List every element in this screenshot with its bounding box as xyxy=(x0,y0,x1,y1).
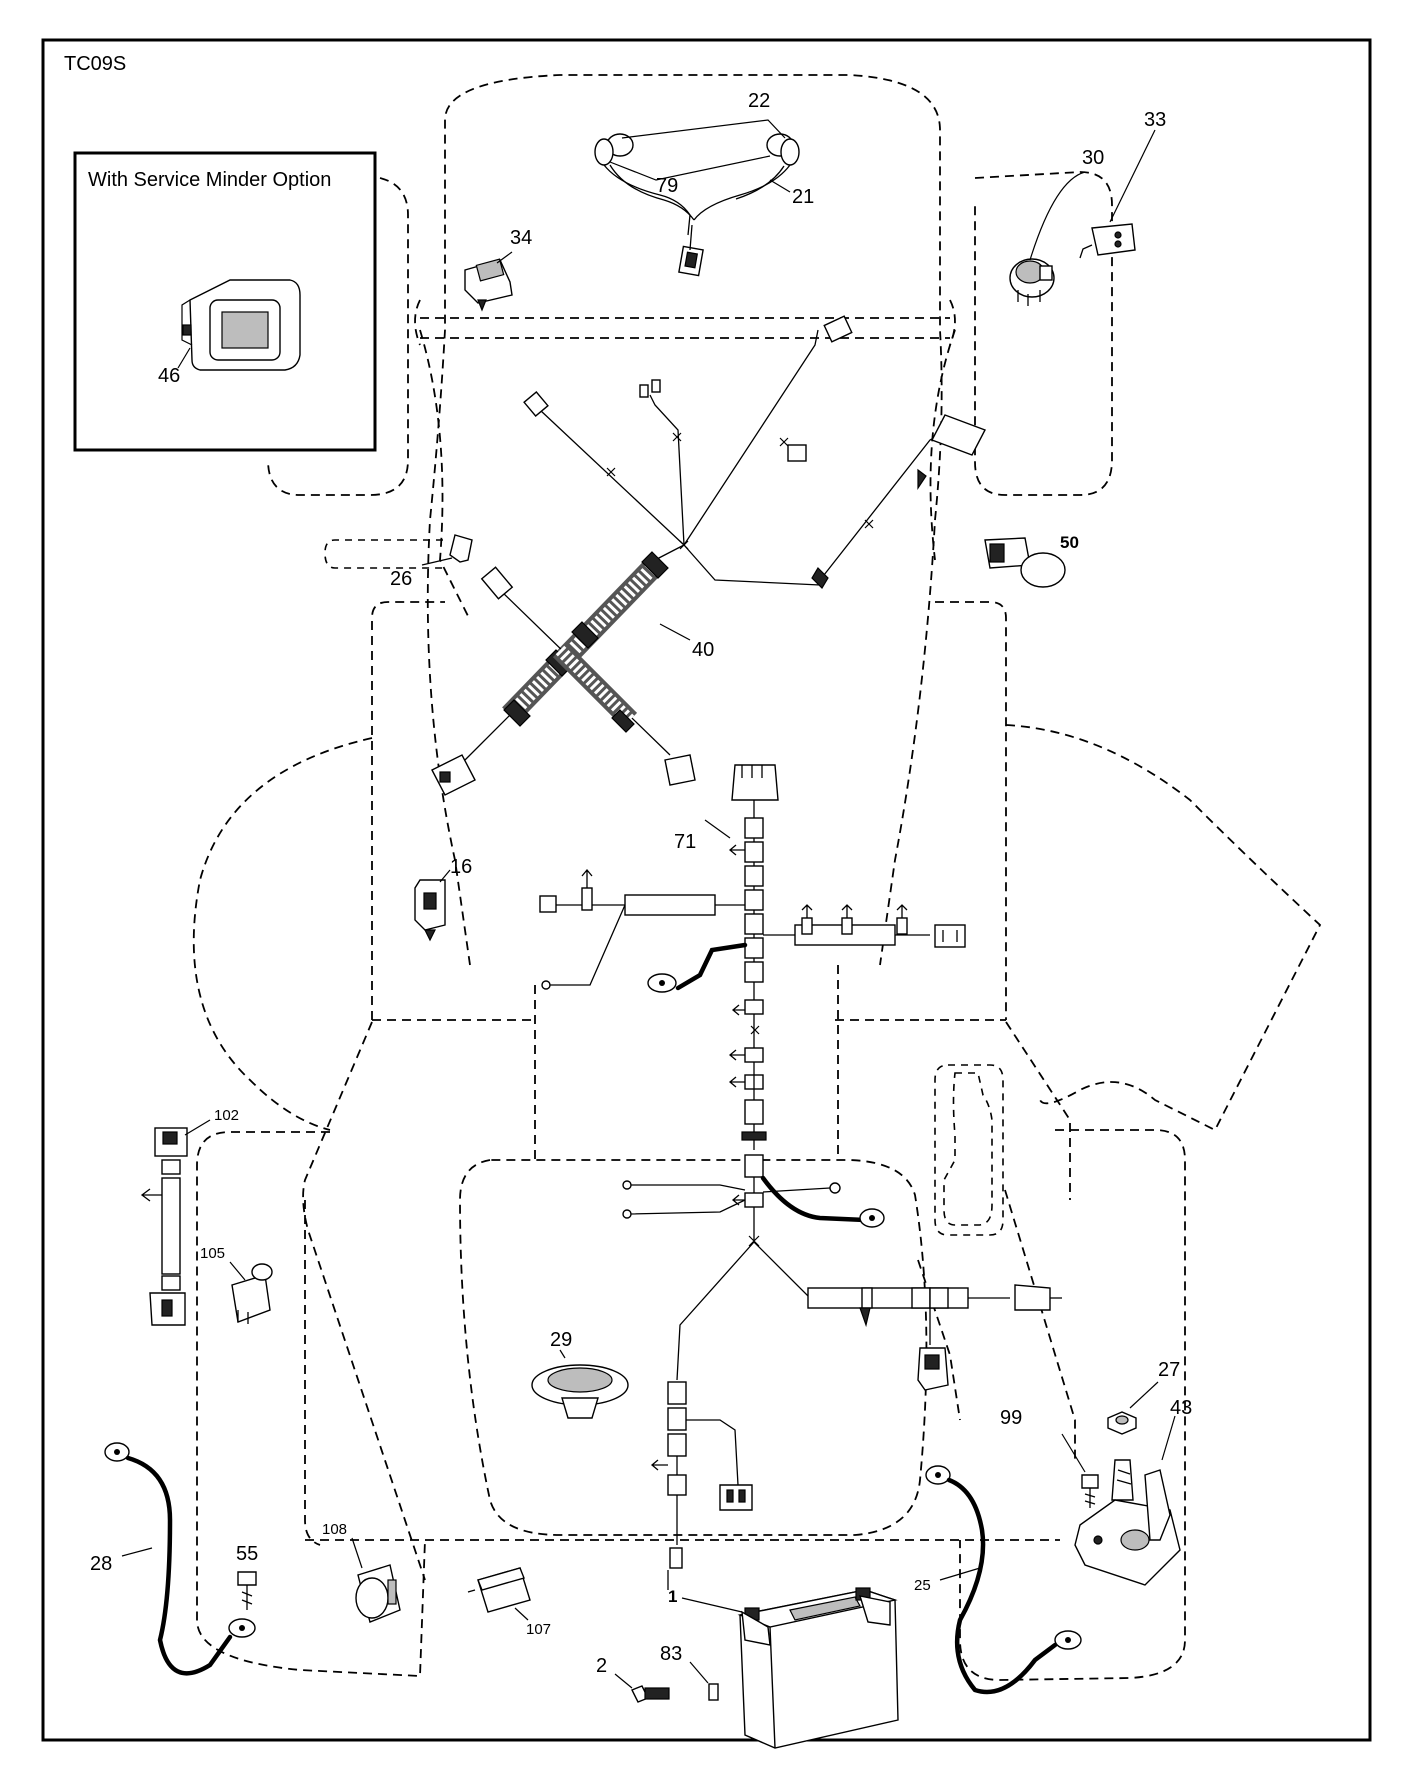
switch-108 xyxy=(355,1564,401,1623)
callout-27: 27 xyxy=(1158,1359,1180,1381)
callout-33: 33 xyxy=(1144,109,1166,131)
callout-30: 30 xyxy=(1082,147,1104,169)
diagram-code: TC09S xyxy=(64,53,126,75)
rear-harness-71 xyxy=(539,764,966,1178)
callout-105: 105 xyxy=(200,1245,225,1262)
diagram-frame xyxy=(41,38,1372,1742)
callout-50: 50 xyxy=(1060,533,1079,552)
callout-79: 79 xyxy=(656,175,678,197)
callout-43: 43 xyxy=(1170,1397,1192,1419)
bolt-2 xyxy=(631,1685,670,1703)
cap-29 xyxy=(531,1364,629,1419)
callout-25: 25 xyxy=(914,1577,931,1594)
callout-99: 99 xyxy=(1000,1407,1022,1429)
callout-2: 2 xyxy=(596,1655,607,1677)
relay-50 xyxy=(984,537,1066,588)
battery-cable-28 xyxy=(104,1442,256,1676)
callout-108: 108 xyxy=(322,1521,347,1538)
callout-46: 46 xyxy=(158,365,180,387)
bolt-99 xyxy=(1081,1474,1099,1508)
callout-102: 102 xyxy=(214,1107,239,1124)
tractor-outline xyxy=(192,74,1322,1681)
hour-meter xyxy=(181,279,301,371)
callout-21: 21 xyxy=(792,186,814,208)
callout-34: 34 xyxy=(510,227,532,249)
starter-solenoid xyxy=(1074,1411,1181,1586)
ignition-key xyxy=(1079,223,1136,259)
lower-harness xyxy=(622,1175,1062,1590)
battery xyxy=(737,1587,899,1749)
lead-102 xyxy=(140,1127,188,1326)
callout-55: 55 xyxy=(236,1543,258,1565)
plug-16 xyxy=(414,879,446,942)
callout-71: 71 xyxy=(674,831,696,853)
fuse xyxy=(421,534,473,566)
callout-83: 83 xyxy=(660,1643,682,1665)
solenoid-105 xyxy=(231,1263,273,1324)
callout-28: 28 xyxy=(90,1553,112,1575)
callout-29: 29 xyxy=(550,1329,572,1351)
callout-107: 107 xyxy=(526,1621,551,1638)
callout-1: 1 xyxy=(668,1587,677,1606)
callout-26: 26 xyxy=(390,568,412,590)
bolt-55 xyxy=(237,1571,257,1610)
pto-switch xyxy=(464,258,513,312)
callout-40: 40 xyxy=(692,639,714,661)
main-harness xyxy=(431,315,986,796)
module-107 xyxy=(467,1567,531,1613)
callout-16: 16 xyxy=(450,856,472,878)
ignition-switch xyxy=(1009,258,1055,306)
service-minder-inset: With Service Minder Option 46 xyxy=(73,151,377,452)
inset-title: With Service Minder Option xyxy=(88,169,331,191)
callout-22: 22 xyxy=(748,90,770,112)
battery-cable-25 xyxy=(925,1465,1082,1695)
headlight-harness xyxy=(594,133,800,277)
nut-83 xyxy=(708,1683,719,1701)
